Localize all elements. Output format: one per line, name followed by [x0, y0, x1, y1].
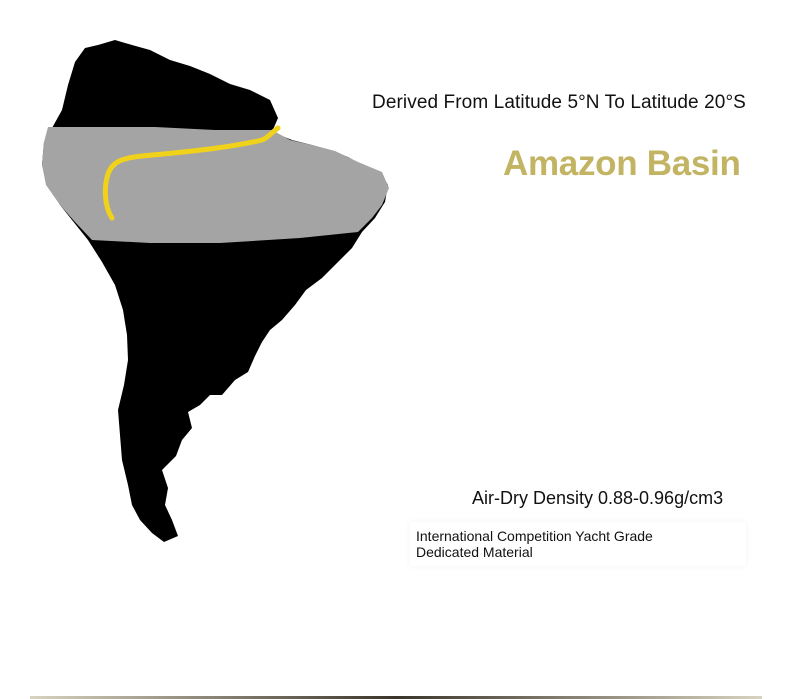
- grade-note: International Competition Yacht Grade De…: [410, 522, 746, 566]
- grade-line: International Competition Yacht Grade: [416, 528, 653, 544]
- latitude-band: [42, 127, 389, 243]
- grade-line: Dedicated Material: [416, 544, 533, 560]
- latitude-range-caption: Derived From Latitude 5°N To Latitude 20…: [372, 92, 746, 113]
- amazon-river: [102, 125, 281, 221]
- south-america-map: [42, 40, 389, 542]
- density-caption: Air-Dry Density 0.88-0.96g/cm3: [472, 488, 724, 508]
- south-america-silhouette: [42, 40, 388, 542]
- bottom-divider: [30, 696, 762, 699]
- region-title: Amazon Basin: [503, 144, 741, 183]
